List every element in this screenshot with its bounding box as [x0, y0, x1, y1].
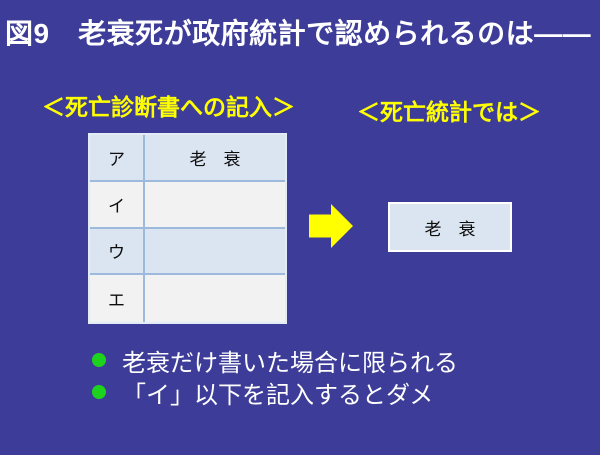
slide-title: 図9 老衰死が政府統計で認められるのは―― — [5, 18, 592, 49]
table-row-label: イ — [90, 181, 145, 227]
heading-death-certificate-entry: ＜死亡診断書への記入＞ — [42, 94, 295, 120]
bullet-dot-icon — [92, 385, 106, 399]
bullet-list: 老衰だけ書いた場合に限られる 「イ」以下を記入するとダメ — [92, 344, 458, 409]
table-row-value — [145, 182, 285, 227]
bullet-text: 老衰だけ書いた場合に限られる — [122, 349, 458, 377]
bullet-text: 「イ」以下を記入するとダメ — [122, 381, 434, 409]
table-row-value — [145, 229, 285, 274]
table-row: イ — [90, 181, 285, 229]
statistics-result-box: 老 衰 — [388, 202, 512, 252]
table-row-value: 老 衰 — [189, 149, 241, 169]
heading-death-statistics: ＜死亡統計では＞ — [357, 99, 541, 125]
statistics-result-value: 老 衰 — [424, 219, 476, 239]
table-row-label: ア — [90, 135, 145, 180]
death-certificate-table: ア 老 衰 イ ウ エ — [88, 133, 287, 324]
right-arrow-icon — [309, 204, 353, 248]
list-item: 老衰だけ書いた場合に限られる — [92, 344, 458, 377]
table-row-label: ウ — [90, 228, 145, 274]
table-row-label: エ — [90, 275, 145, 322]
table-row: ウ — [90, 228, 285, 276]
list-item: 「イ」以下を記入するとダメ — [92, 376, 458, 409]
table-row: エ — [90, 275, 285, 322]
bullet-dot-icon — [92, 353, 106, 367]
table-row: ア 老 衰 — [90, 135, 285, 182]
table-row-value — [145, 275, 285, 322]
